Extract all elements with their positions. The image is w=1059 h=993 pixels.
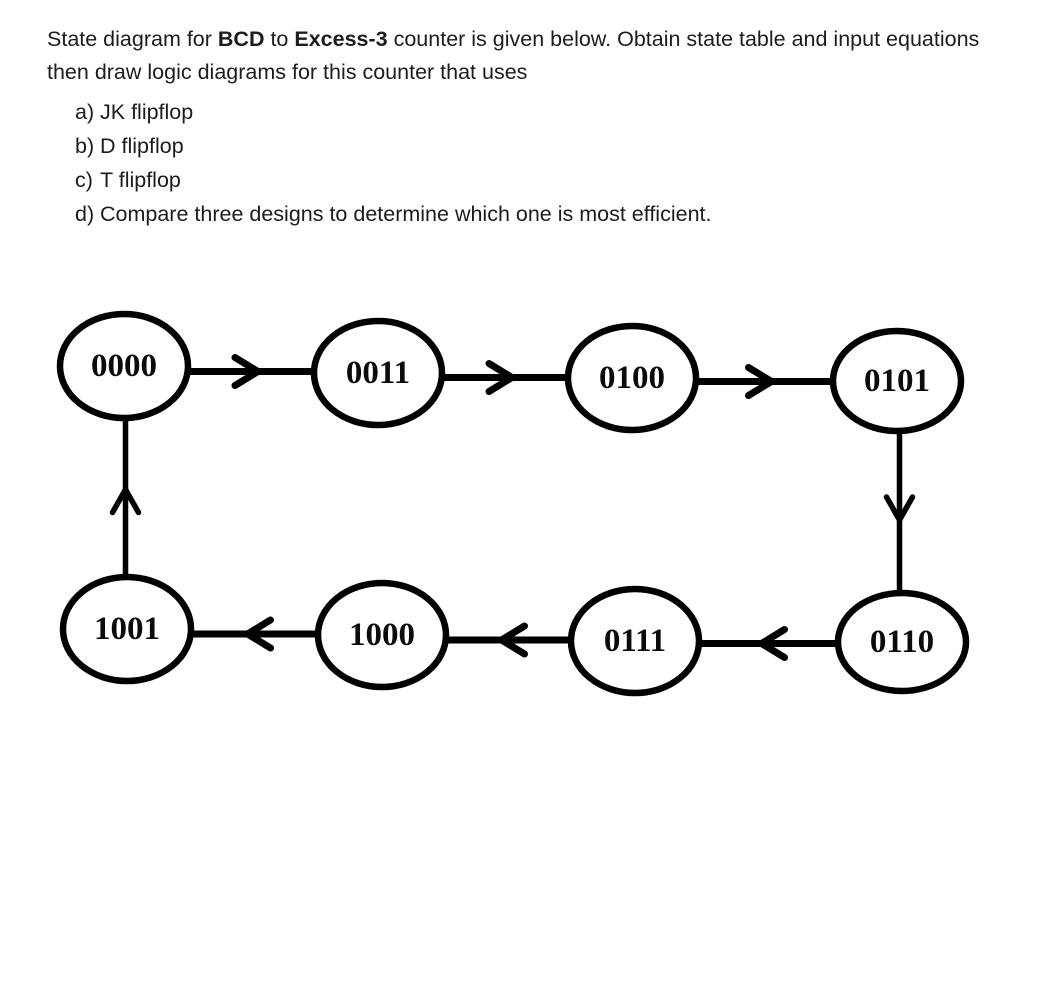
- intro-bold-excess3: Excess-3: [294, 27, 388, 51]
- state-ellipse: [564, 322, 700, 434]
- arrowhead-icon: [244, 616, 274, 652]
- list-item-text: Compare three designs to determine which…: [100, 201, 712, 226]
- state-label: 0111: [604, 623, 666, 659]
- list-marker: a): [75, 99, 95, 124]
- list-item-c: c) T flipflop: [75, 163, 711, 197]
- state-ellipse: [314, 579, 450, 691]
- intro-text: to: [264, 27, 295, 51]
- arrowhead-icon: [883, 494, 916, 523]
- list-item-a: a) JK flipflop: [75, 95, 711, 129]
- intro-text: State diagram for: [47, 27, 218, 51]
- state-ellipse: [567, 585, 703, 697]
- intro-bold-bcd: BCD: [217, 27, 265, 51]
- transition-0000-to-0011: [181, 354, 321, 389]
- state-node-1001: 1001: [59, 573, 195, 685]
- intro-line-1: State diagram for BCD to Excess-3 counte…: [47, 23, 979, 56]
- arrowhead-icon: [745, 364, 775, 399]
- list-item-text: D flipflop: [100, 133, 184, 158]
- state-label: 0100: [599, 360, 665, 396]
- list-item-text: JK flipflop: [100, 99, 194, 124]
- list-item-text: T flipflop: [100, 167, 181, 192]
- state-label: 0110: [870, 624, 934, 660]
- transition-0101-to-0110: [883, 425, 916, 599]
- state-label: 0000: [91, 348, 157, 384]
- transition-0110-to-0111: [692, 626, 845, 661]
- list-marker: b): [75, 133, 95, 158]
- state-node-0100: 0100: [564, 322, 700, 434]
- state-node-0111: 0111: [567, 585, 703, 697]
- transition-1000-to-1001: [184, 616, 325, 652]
- state-label: 0011: [346, 355, 410, 391]
- intro-line-2: then draw logic diagrams for this counte…: [47, 60, 528, 84]
- list-marker: c): [75, 167, 93, 192]
- state-ellipse: [310, 317, 446, 429]
- state-label: 1000: [349, 617, 415, 653]
- state-label: 0101: [864, 363, 930, 399]
- state-node-0101: 0101: [829, 327, 965, 435]
- transition-0111-to-1000: [439, 622, 578, 658]
- state-node-0110: 0110: [834, 589, 970, 695]
- arrowhead-icon: [231, 354, 262, 389]
- list-marker: d): [75, 201, 95, 226]
- state-node-0000: 0000: [56, 310, 192, 422]
- state-node-1000: 1000: [314, 579, 450, 691]
- task-list: a) JK flipflop b) D flipflop c) T flipfl…: [75, 95, 711, 231]
- list-item-b: b) D flipflop: [75, 129, 711, 163]
- arrowhead-icon: [758, 626, 788, 661]
- transition-0100-to-0101: [689, 364, 840, 399]
- transition-1001-to-0000: [109, 412, 142, 583]
- list-item-d: d) Compare three designs to determine wh…: [75, 197, 711, 231]
- arrowhead-icon: [109, 486, 142, 516]
- transition-0011-to-0100: [435, 360, 575, 395]
- intro-text: counter is given below. Obtain state tab…: [387, 27, 980, 51]
- state-label: 1001: [94, 611, 160, 647]
- arrowhead-icon: [485, 360, 516, 395]
- state-ellipse: [834, 589, 970, 695]
- state-ellipse: [829, 327, 965, 435]
- state-ellipse: [59, 573, 195, 685]
- state-ellipse: [56, 310, 192, 422]
- problem-statement: State diagram for BCD to Excess-3 counte…: [47, 23, 979, 89]
- state-node-0011: 0011: [310, 317, 446, 429]
- arrowhead-icon: [498, 622, 528, 658]
